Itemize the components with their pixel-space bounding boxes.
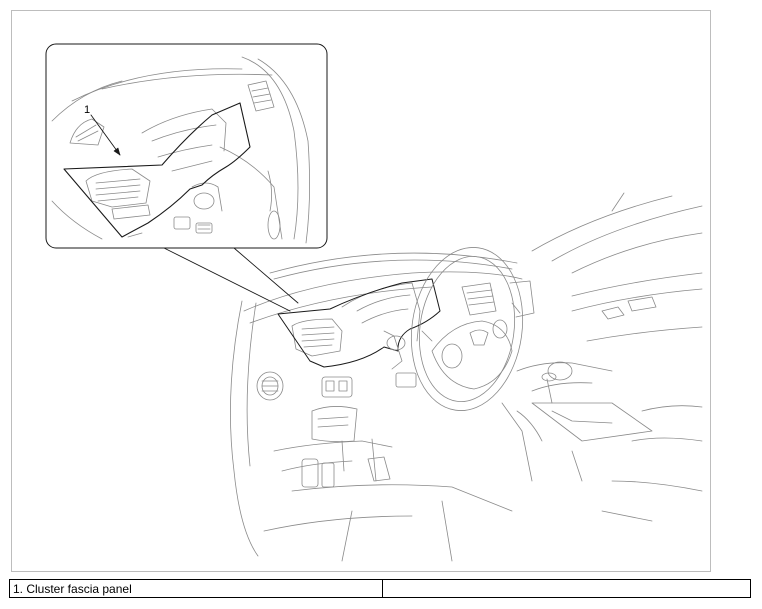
dashboard-illustration: 1	[45, 43, 703, 562]
detail-inset: 1	[45, 43, 328, 249]
legend-row: 1. Cluster fascia panel	[9, 579, 751, 598]
diagram-figure: 1	[11, 10, 711, 572]
legend-item-empty	[382, 579, 751, 598]
steering-wheel	[410, 247, 524, 411]
legend-item-cluster-fascia-panel: 1. Cluster fascia panel	[9, 579, 383, 598]
fascia-panel-outline-detail	[63, 102, 251, 238]
callout-number: 1	[84, 104, 90, 116]
dashboard-main-view	[230, 192, 703, 562]
fascia-panel-outline	[277, 278, 441, 368]
legend-table: 1. Cluster fascia panel	[9, 579, 751, 598]
callout-arrow	[90, 114, 121, 156]
callout-leaders	[163, 247, 299, 312]
